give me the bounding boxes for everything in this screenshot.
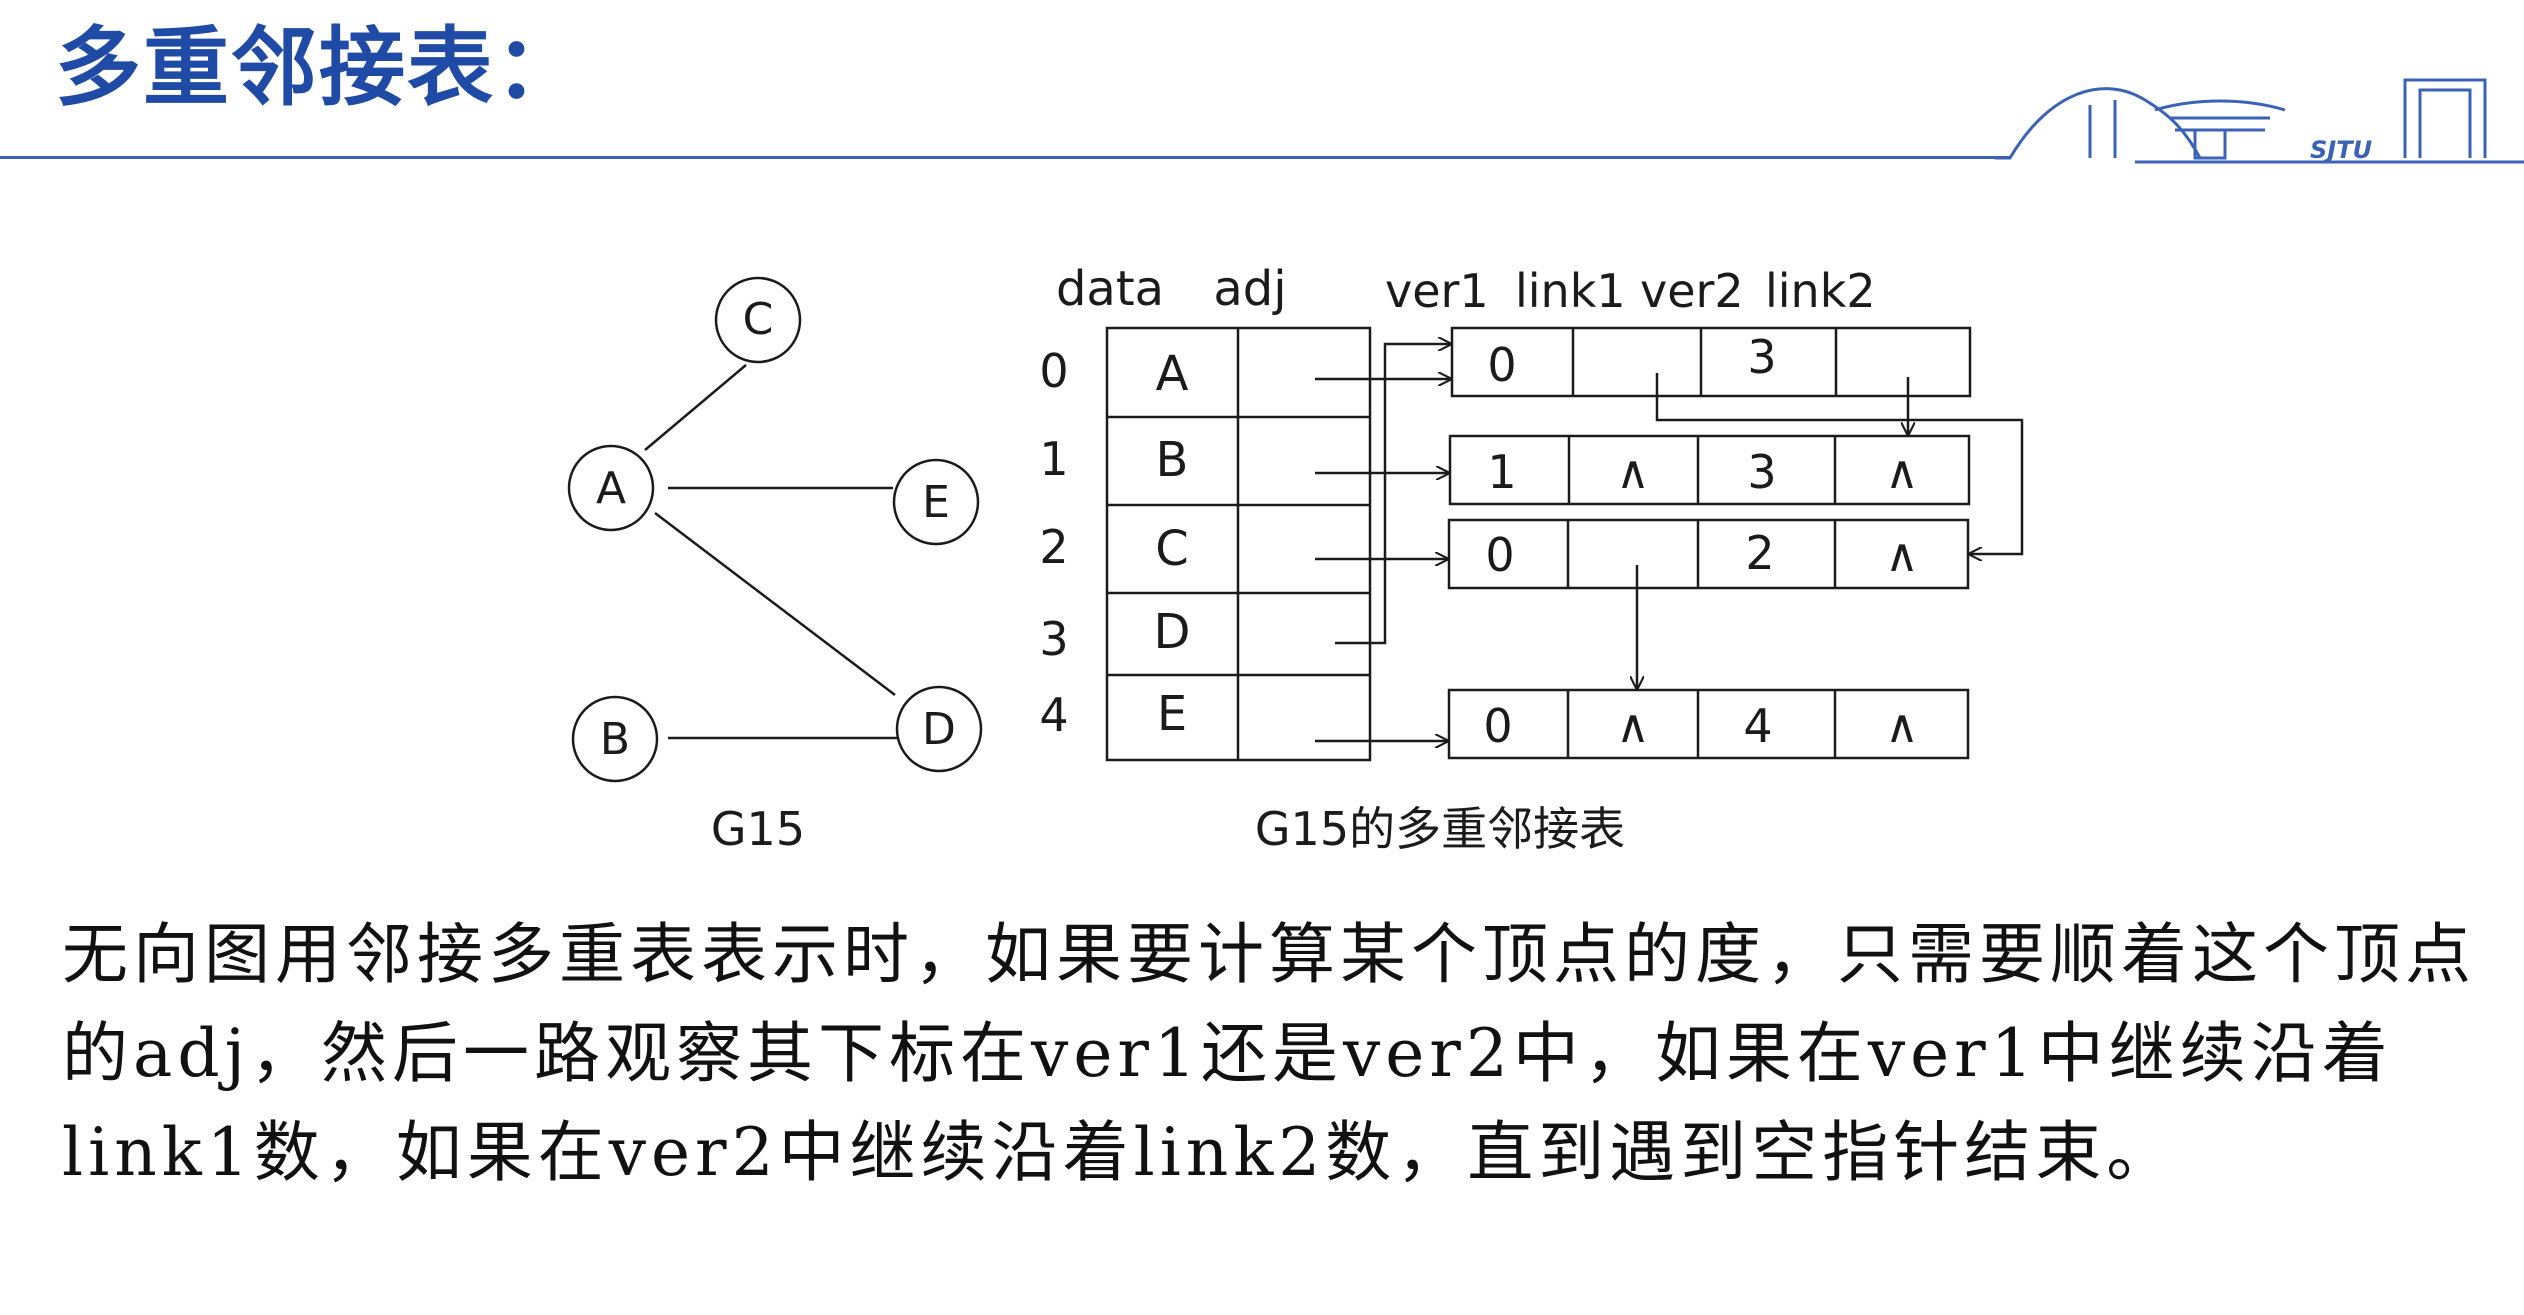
edge-table: ver1 link1 ver2 link2 0 3 1 ∧ 3 ∧ 0 2 ∧ … [1385, 264, 1972, 760]
graph-node-d: D [895, 685, 983, 773]
figure-caption: G15的多重邻接表 [1255, 802, 1625, 856]
vertex-index: 3 [1039, 612, 1068, 666]
edge-a-c [644, 364, 747, 451]
edge-cell-ver2: 3 [1747, 330, 1776, 384]
vertex-data-cell: E [1157, 686, 1187, 742]
graph-node-label: E [922, 477, 950, 528]
graph-node-b: B [571, 695, 659, 783]
edge-cell-link1: ∧ [1616, 445, 1650, 499]
edge-cell-link2: ∧ [1885, 699, 1919, 753]
vertex-header-data: data [1056, 261, 1164, 317]
vertex-table: data adj 0 1 2 3 4 A B C D E [1039, 261, 1372, 762]
vertex-header-adj: adj [1213, 261, 1286, 317]
vertex-index: 0 [1039, 344, 1068, 398]
edge-node-row-3 [1447, 688, 1970, 760]
logo-gate-body [2170, 116, 2270, 160]
graph-nodes: C A E B D [567, 276, 983, 783]
edge-node-row-0 [1450, 326, 1972, 398]
edge-a-d [654, 512, 896, 696]
graph-node-e: E [892, 458, 980, 546]
graph-node-c: C [714, 276, 802, 364]
graph-node-label: D [922, 704, 956, 755]
edge-cell-ver1: 0 [1487, 338, 1516, 392]
logo-tower [2403, 78, 2487, 158]
logo-bridge-pillars [2088, 100, 2117, 158]
sjtu-logo: SJTU [1995, 78, 2524, 164]
graph-node-label: A [596, 463, 626, 514]
pointer-d-adj [1335, 344, 1452, 645]
edge-cell-ver1: 0 [1483, 699, 1512, 753]
edge-node-row-1 [1448, 434, 1971, 506]
pointer-edge0-link1 [1655, 373, 2024, 554]
logo-text: SJTU [2310, 136, 2372, 164]
multi-adjacency-figure: C A E B D G15 data adj 0 [567, 261, 2024, 856]
graph-caption: G15 [711, 802, 805, 856]
graph-node-label: C [743, 294, 774, 345]
edge-cell-ver1: 1 [1487, 445, 1516, 499]
explanation-paragraph: 无向图用邻接多重表表示时，如果要计算某个顶点的度，只需要顺着这个顶点的adj，然… [62, 916, 2476, 1191]
pointer-arrows [1315, 344, 2024, 741]
edge-cell-link1: ∧ [1616, 699, 1650, 753]
edge-cell-ver2: 4 [1743, 699, 1772, 753]
page-title: 多重邻接表： [55, 17, 583, 118]
edge-cell-ver2: 2 [1745, 526, 1774, 580]
title-divider [0, 156, 2010, 159]
logo-bridge-arch [1995, 87, 2202, 160]
graph-g15 [644, 364, 897, 740]
vertex-index: 4 [1039, 688, 1068, 742]
edge-cell-ver1: 0 [1485, 528, 1514, 582]
edge-cell-ver2: 3 [1747, 445, 1776, 499]
vertex-data-cell: A [1156, 346, 1189, 402]
vertex-data-cell: D [1154, 604, 1191, 660]
vertex-index: 1 [1039, 432, 1068, 486]
vertex-index: 2 [1039, 520, 1068, 574]
graph-node-a: A [567, 444, 655, 532]
edge-cell-link2: ∧ [1885, 528, 1919, 582]
vertex-data-cell: B [1156, 432, 1189, 488]
edge-cell-link2: ∧ [1885, 445, 1919, 499]
vertex-data-cell: C [1155, 521, 1189, 577]
edge-header-ver2: ver2 [1640, 264, 1744, 318]
edge-header-link2: link2 [1765, 264, 1876, 318]
logo-gate-roof [2154, 99, 2286, 112]
edge-header-link1: link1 [1515, 264, 1626, 318]
edge-header-ver1: ver1 [1385, 264, 1489, 318]
graph-node-label: B [600, 714, 630, 765]
